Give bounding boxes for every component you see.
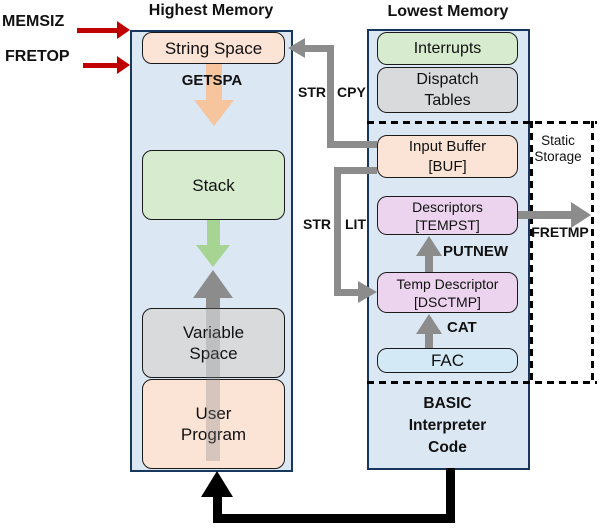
cat-label: CAT [447,319,477,336]
basic-interpreter-label: BASIC Interpreter Code [377,393,518,459]
strlit-label: STR [303,216,331,232]
lowest-memory-title: Lowest Memory [387,3,509,20]
variable-space-label2: Space [189,344,238,363]
black-arrowhead-icon [201,471,233,497]
input-buffer-box: Input Buffer [BUF] [377,135,518,178]
stack-box: Stack [142,150,285,220]
static-storage-label: Static Storage [529,133,587,165]
fretop-label: FRETOP [5,48,70,65]
static-storage-line1: Static [541,133,575,148]
memsiz-arrow-shaft [77,28,117,33]
black-arrow-segment-right [446,468,455,523]
fretmp-label: FRETMP [531,224,589,240]
memsiz-label: MEMSIZ [2,13,65,30]
strlit-label2: LIT [345,216,366,232]
temp-descriptor-box: Temp Descriptor [DSCTMP] [377,272,518,313]
fac-box: FAC [377,348,518,373]
static-region-right-border [591,121,594,384]
variable-space-label: Variable [182,323,245,342]
fretop-arrow-shaft [83,63,117,68]
strlit-segment-lower [341,289,358,296]
user-program-box: User Program [142,379,285,469]
strcpy-segment-upper [305,45,334,52]
descriptors-label2: [TEMPST] [415,216,480,233]
fretop-arrowhead-icon [117,56,130,74]
dispatch-tables-label: Dispatch [416,71,479,88]
temp-descriptor-label: Temp Descriptor [396,275,499,292]
black-arrow-segment-left [213,496,222,523]
strcpy-segment-vertical [327,45,334,148]
stack-label: Stack [192,175,235,195]
getspa-label: GETSPA [181,72,243,89]
temp-descriptor-label2: [DSCTMP] [414,293,481,310]
putnew-label: PUTNEW [443,243,508,260]
basic-interpreter-line1: BASIC [423,395,472,412]
interrupts-label: Interrupts [413,40,482,57]
string-space-label: String Space [164,38,263,58]
fac-label: FAC [430,351,465,370]
static-storage-line2: Storage [534,149,582,164]
input-buffer-label2: [BUF] [428,157,467,175]
string-space-box: String Space [142,32,285,64]
strcpy-label: STR [298,84,326,100]
black-arrow-segment-bottom [213,514,455,523]
descriptors-box: Descriptors [TEMPST] [377,196,518,235]
strcpy-label2: CPY [337,84,366,100]
basic-interpreter-line2: Interpreter [408,417,487,434]
dispatch-tables-label2: Tables [424,92,471,109]
interrupts-box: Interrupts [377,32,518,65]
memsiz-arrowhead-icon [117,21,130,39]
input-buffer-label: Input Buffer [408,137,487,155]
user-program-label2: Program [180,425,247,444]
dispatch-tables-box: Dispatch Tables [377,67,518,113]
basic-interpreter-line3: Code [428,439,467,456]
variable-space-box: Variable Space [142,308,285,378]
highest-memory-title: Highest Memory [148,2,274,19]
strlit-segment-vertical [334,167,341,296]
user-program-label: User [195,404,232,423]
descriptors-label: Descriptors [412,198,483,215]
